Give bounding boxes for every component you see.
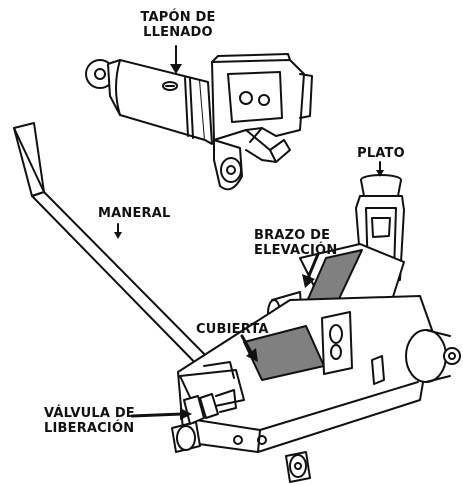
label-lift-arm: BRAZO DE ELEVACIÓN	[254, 228, 337, 258]
label-handle-text: MANERAL	[98, 206, 171, 221]
label-release-valve-line2: LIBERACIÓN	[44, 421, 135, 436]
jack-wheels	[171, 329, 461, 483]
label-saddle: PLATO	[350, 146, 412, 161]
label-saddle-text: PLATO	[357, 146, 405, 161]
label-lift-arm-line2: ELEVACIÓN	[254, 243, 338, 258]
leader-arrows	[114, 45, 384, 420]
jack-handle	[13, 122, 223, 379]
label-fill-plug: TAPÓN DE LLENADO	[136, 10, 220, 40]
label-cover: CUBIERTA	[196, 322, 269, 337]
label-release-valve: VÁLVULA DE LIBERACIÓN	[44, 406, 135, 436]
label-fill-plug-line2: LLENADO	[143, 25, 213, 40]
label-release-valve-line1: VÁLVULA DE	[44, 406, 135, 421]
label-handle: MANERAL	[98, 206, 171, 221]
label-cover-text: CUBIERTA	[196, 322, 269, 337]
label-fill-plug-line1: TAPÓN DE	[140, 10, 216, 25]
label-lift-arm-line1: BRAZO DE	[254, 228, 331, 243]
pump-cylinder-detail	[85, 53, 313, 191]
